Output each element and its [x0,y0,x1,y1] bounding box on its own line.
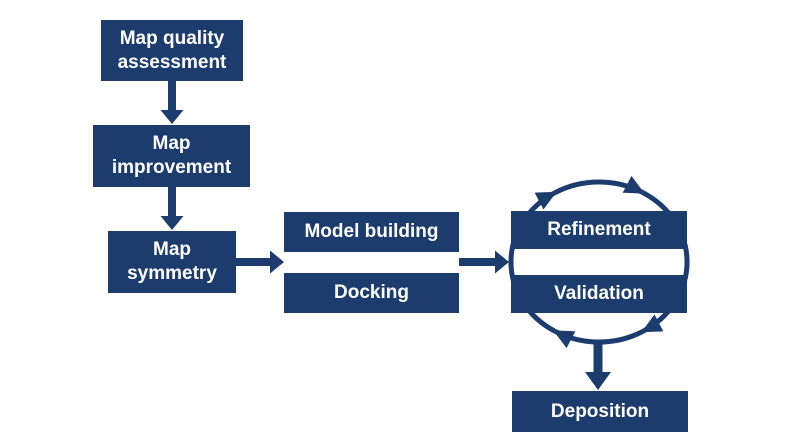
cycle-arrowhead-bottom-right [641,314,664,333]
node-map-symmetry: Map symmetry [108,231,236,293]
node-label: Deposition [550,400,650,422]
arrow-down-map-improvement-to-map-symmetry [160,187,184,230]
cycle-arrowhead-top-left [534,191,557,210]
node-label: Model building [304,221,439,243]
node-map-quality-assessment: Map quality assessment [101,20,243,81]
node-validation: Validation [511,275,687,313]
cycle-arc-left [508,190,557,334]
cycle-gap-mask [520,251,679,273]
arrow-right-map-symmetry-to-model-building [236,250,284,274]
node-docking: Docking [284,273,459,313]
arrow-down-cycle-to-deposition [585,341,611,390]
node-label: Map quality assessment [117,27,227,73]
node-label: Validation [554,283,644,305]
node-refinement: Refinement [511,211,687,249]
node-map-improvement: Map improvement [93,125,250,187]
node-label: Refinement [547,219,651,241]
node-label: Map improvement [111,133,232,178]
arrow-down-map-quality-to-map-improvement [160,81,184,124]
cycle-arc-right [641,190,690,334]
node-model-building: Model building [284,212,459,252]
cycle-arrowhead-bottom-left [553,330,576,349]
node-label: Docking [334,282,409,304]
arrow-right-model-building-to-refinement [459,250,509,274]
node-deposition: Deposition [512,391,688,432]
cycle-arrowhead-top-right [622,175,645,194]
node-label: Map symmetry [127,239,217,284]
